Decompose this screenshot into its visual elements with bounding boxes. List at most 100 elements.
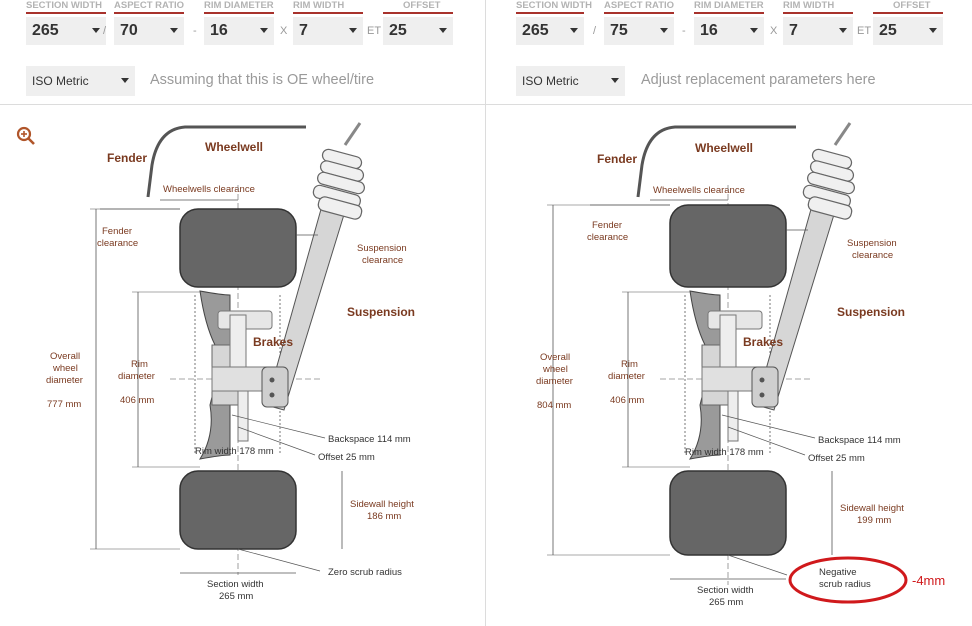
unit-system-value: ISO Metric — [522, 74, 579, 88]
chevron-down-icon — [750, 28, 758, 33]
zoom-in-icon[interactable] — [16, 126, 35, 145]
offset-select[interactable]: 25 — [383, 17, 453, 45]
offset-value: 25 — [879, 22, 897, 39]
rim-width-value: 7 — [299, 22, 308, 39]
section-width-value: 265 — [522, 22, 549, 39]
separator-slash: / — [593, 25, 597, 37]
section-width-value-diagram: 265 mm — [709, 597, 743, 608]
offset-label-diagram: Offset 25 mm — [318, 452, 375, 463]
oe-hint: Assuming that this is OE wheel/tire — [150, 72, 375, 88]
fender-clearance-label: Fender — [592, 220, 622, 231]
chevron-down-icon — [839, 28, 847, 33]
rim-diameter-label-diagram: Rim — [621, 359, 638, 370]
fender-clearance-label-2: clearance — [587, 232, 628, 243]
section-width-select[interactable]: 265 — [26, 17, 106, 45]
separator-dash: - — [193, 25, 197, 37]
chevron-down-icon — [260, 28, 268, 33]
fender-clearance-label-2: clearance — [97, 238, 138, 249]
chevron-down-icon — [570, 28, 578, 33]
annotation-circle — [788, 556, 908, 604]
scrub-radius-label-2: scrub radius — [819, 579, 871, 590]
aspect-ratio-label: ASPECT RATIO — [114, 0, 184, 14]
separator-et: ET — [367, 25, 382, 37]
offset-value: 25 — [389, 22, 407, 39]
rim-diameter-value: 406 mm — [610, 395, 644, 406]
separator-et: ET — [857, 25, 872, 37]
rim-diameter-value: 16 — [210, 22, 228, 39]
rim-diameter-label-diagram-2: diameter — [608, 371, 645, 382]
offset-select[interactable]: 25 — [873, 17, 943, 45]
separator-x: X — [770, 25, 778, 37]
overall-diameter-label: Overall — [540, 352, 570, 363]
overall-diameter-value: 804 mm — [537, 400, 571, 411]
unit-system-select[interactable]: ISO Metric — [516, 66, 625, 96]
sidewall-height-label: Sidewall height — [840, 503, 904, 514]
rim-width-value: 7 — [789, 22, 798, 39]
separator-x: X — [280, 25, 288, 37]
aspect-ratio-select[interactable]: 75 — [604, 17, 674, 45]
rim-diameter-select[interactable]: 16 — [204, 17, 274, 45]
brakes-label: Brakes — [253, 335, 293, 349]
rim-diameter-label-diagram-2: diameter — [118, 371, 155, 382]
rim-diameter-label-diagram: Rim — [131, 359, 148, 370]
rim-diameter-value: 16 — [700, 22, 718, 39]
rim-width-label-diagram: Rim width 178 mm — [195, 446, 274, 457]
rim-width-select[interactable]: 7 — [293, 17, 363, 45]
offset-label: OFFSET — [873, 0, 943, 14]
rim-diameter-value: 406 mm — [120, 395, 154, 406]
backspace-label: Backspace 114 mm — [328, 434, 411, 445]
tire-top — [179, 208, 297, 288]
wheelwell-label: Wheelwell — [695, 141, 753, 155]
tire-bottom — [669, 470, 787, 556]
rim-width-label: RIM WIDTH — [293, 0, 363, 14]
overall-diameter-label-3: diameter — [536, 376, 573, 387]
fender-clearance-label: Fender — [102, 226, 132, 237]
oe-tire-diagram: Fender Wheelwell Wheelwells clearance Fe… — [16, 122, 415, 602]
offset-label: OFFSET — [383, 0, 453, 14]
section-width-label: SECTION WIDTH — [516, 0, 592, 14]
backspace-label: Backspace 114 mm — [818, 435, 901, 446]
suspension-clearance-label: Suspension — [357, 243, 407, 254]
overall-diameter-value: 777 mm — [47, 399, 81, 410]
aspect-ratio-label: ASPECT RATIO — [604, 0, 674, 14]
sidewall-height-value: 199 mm — [857, 515, 891, 526]
replacement-panel: SECTION WIDTH 265 / ASPECT RATIO 75 - RI… — [487, 0, 972, 626]
aspect-ratio-select[interactable]: 70 — [114, 17, 184, 45]
suspension-clearance-label-2: clearance — [362, 255, 403, 266]
oe-panel: SECTION WIDTH 265 / ASPECT RATIO 70 - RI… — [0, 0, 485, 626]
section-width-select[interactable]: 265 — [516, 17, 584, 45]
aspect-ratio-value: 70 — [120, 22, 138, 39]
rim-width-select[interactable]: 7 — [783, 17, 853, 45]
overall-diameter-label: Overall — [50, 351, 80, 362]
chevron-down-icon — [170, 28, 178, 33]
suspension-label: Suspension — [347, 305, 415, 319]
section-width-label-diagram: Section width — [207, 579, 264, 590]
rim-diameter-select[interactable]: 16 — [694, 17, 764, 45]
header-divider — [0, 104, 972, 105]
offset-label-diagram: Offset 25 mm — [808, 453, 865, 464]
rim-diameter-label: RIM DIAMETER — [204, 0, 274, 14]
overall-diameter-label-2: wheel — [542, 364, 568, 375]
suspension-clearance-label-2: clearance — [852, 250, 893, 261]
replacement-tire-diagram: Fender Wheelwell Wheelwells clearance Fe… — [536, 122, 945, 608]
aspect-ratio-value: 75 — [610, 22, 628, 39]
section-width-value: 265 — [32, 22, 59, 39]
section-width-label-diagram: Section width — [697, 585, 754, 596]
chevron-down-icon — [92, 28, 100, 33]
unit-system-select[interactable]: ISO Metric — [26, 66, 135, 96]
tire-top — [669, 204, 787, 288]
chevron-down-icon — [660, 28, 668, 33]
tire-bottom — [179, 470, 297, 550]
brakes-label: Brakes — [743, 335, 783, 349]
fender-label: Fender — [597, 152, 637, 166]
separator-slash: / — [103, 25, 107, 37]
suspension-clearance-label: Suspension — [847, 238, 897, 249]
unit-system-value: ISO Metric — [32, 74, 89, 88]
wheelwells-clearance-label: Wheelwells clearance — [653, 185, 745, 196]
chevron-down-icon — [611, 78, 619, 83]
chevron-down-icon — [929, 28, 937, 33]
sidewall-height-label: Sidewall height — [350, 499, 414, 510]
chevron-down-icon — [121, 78, 129, 83]
scrub-radius-label: Zero scrub radius — [328, 567, 402, 578]
replacement-hint: Adjust replacement parameters here — [641, 72, 876, 88]
